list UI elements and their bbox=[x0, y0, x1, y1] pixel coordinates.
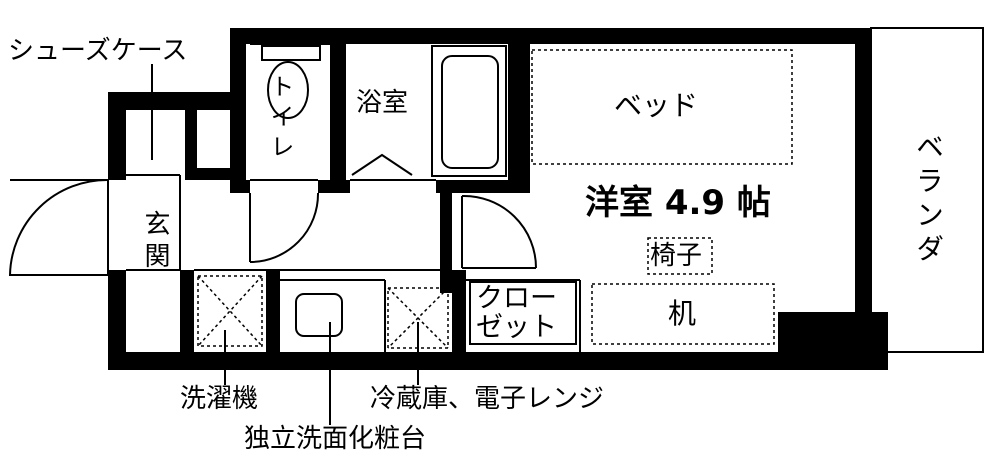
wall-corridor-top bbox=[230, 180, 250, 193]
toilet-door bbox=[249, 192, 320, 263]
wall-corridor-top3 bbox=[436, 180, 530, 193]
closet-outline bbox=[469, 281, 577, 345]
entrance-label: 玄関 bbox=[140, 210, 170, 274]
wall-entry-left bbox=[108, 92, 126, 180]
chair-outline bbox=[647, 237, 713, 275]
room-door bbox=[461, 194, 537, 269]
bathtub bbox=[431, 45, 507, 177]
wall-bottom bbox=[108, 352, 888, 370]
wall-shoe-bottom bbox=[185, 168, 233, 180]
veranda-label: ベランダ bbox=[912, 132, 945, 268]
wall-bath-right bbox=[508, 28, 530, 193]
leader-lines bbox=[151, 64, 419, 425]
wall-top-left-bath bbox=[230, 28, 530, 44]
wall-right-room bbox=[855, 28, 871, 356]
vanity-label: 独立洗面化粧台 bbox=[244, 424, 427, 454]
wall-toilet-right bbox=[330, 28, 346, 193]
vanity-sink bbox=[295, 293, 343, 337]
wall-closet-left bbox=[452, 270, 466, 360]
bed-label: ベッド bbox=[614, 89, 699, 122]
wall-vanity-divider bbox=[266, 270, 280, 360]
veranda-outline bbox=[870, 27, 984, 353]
wall-shoe-inner bbox=[185, 110, 197, 180]
wall-top-room bbox=[520, 28, 870, 44]
toilet-label: トイレ bbox=[266, 74, 294, 164]
entrance-door bbox=[8, 178, 109, 276]
bath-door bbox=[351, 153, 413, 176]
room-label: 洋室 4.9 帖 bbox=[585, 183, 771, 223]
closet-label-line2: ゼット bbox=[476, 312, 557, 343]
wall-left-upper bbox=[230, 28, 246, 193]
closet-label-line1: クロー bbox=[476, 283, 557, 314]
shoe-case-label: シューズケース bbox=[8, 36, 188, 66]
wall-corner-block bbox=[778, 312, 888, 370]
bed-outline bbox=[531, 49, 793, 165]
wall-entry-left-lower bbox=[108, 270, 126, 370]
wall-room-left bbox=[440, 193, 452, 293]
wall-entry-top bbox=[108, 92, 233, 110]
bathroom-label: 浴室 bbox=[356, 88, 409, 118]
wall-corridor-top2 bbox=[318, 180, 350, 193]
partitions bbox=[126, 43, 581, 352]
chair-label: 椅子 bbox=[650, 241, 703, 271]
fridge-label: 冷蔵庫、電子レンジ bbox=[370, 384, 605, 414]
washer-space bbox=[197, 275, 263, 347]
toilet-fixture bbox=[261, 45, 321, 119]
desk-outline bbox=[591, 283, 775, 345]
washer-label: 洗濯機 bbox=[180, 384, 259, 414]
wall-kitchen-divider bbox=[180, 270, 194, 360]
desk-label: 机 bbox=[668, 297, 697, 330]
window-frame bbox=[856, 44, 870, 240]
